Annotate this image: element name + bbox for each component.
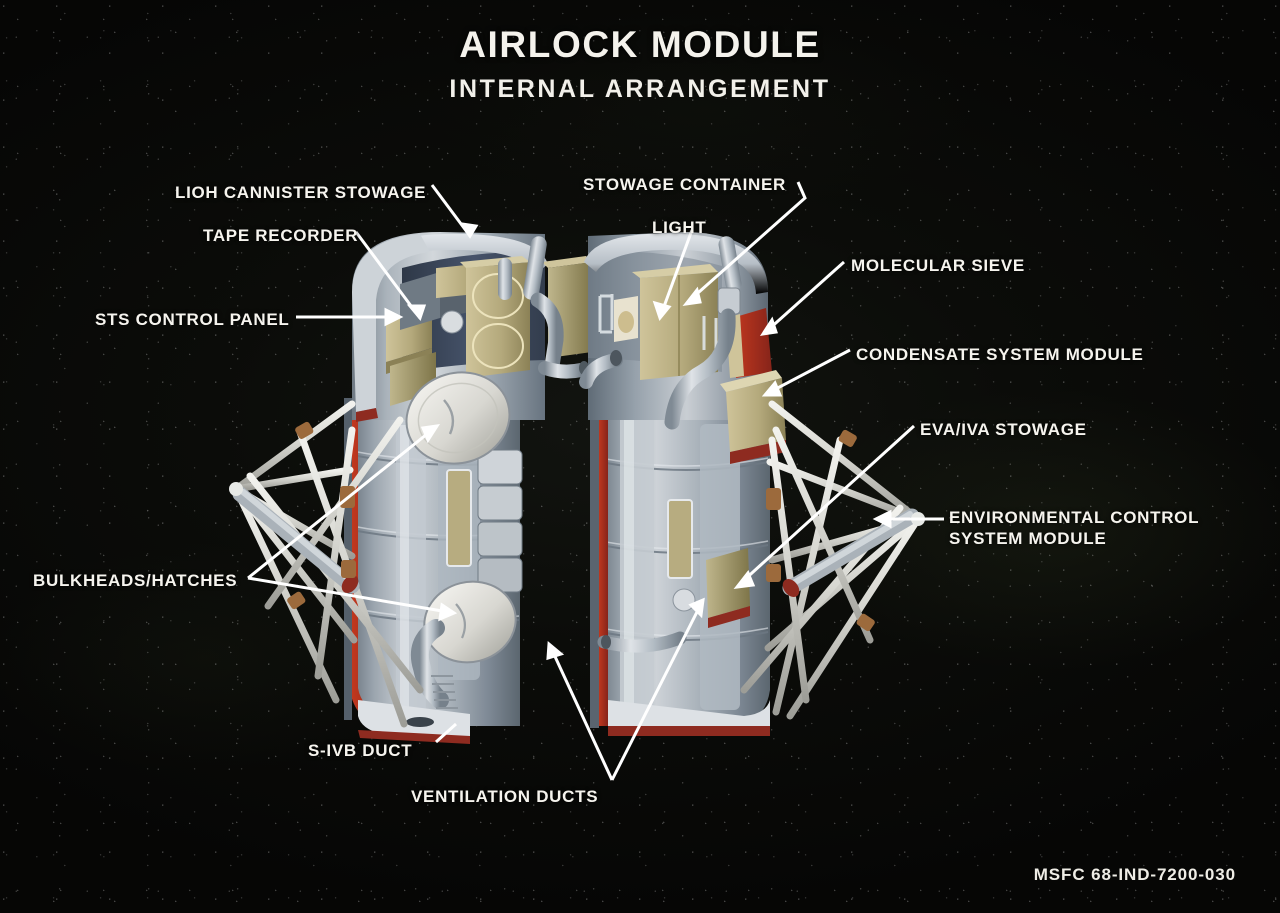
- callout-molecular-sieve: MOLECULAR SIEVE: [851, 256, 1025, 275]
- callout-bulkheads-hatches: BULKHEADS/HATCHES: [33, 571, 238, 590]
- callout-sts-control-panel: STS CONTROL PANEL: [95, 310, 290, 329]
- msfc-credit-code: MSFC 68-IND-7200-030: [1033, 865, 1236, 884]
- callout-eva-iva-stowage: EVA/IVA STOWAGE: [920, 420, 1087, 439]
- callout-lioh-cannister-stowage: LIOH CANNISTER STOWAGE: [175, 183, 427, 202]
- callout-condensate-system-module: CONDENSATE SYSTEM MODULE: [856, 345, 1144, 364]
- callout-tape-recorder: TAPE RECORDER: [203, 226, 359, 245]
- page-subtitle: INTERNAL ARRANGEMENT: [449, 75, 831, 103]
- callout-environmental-control-system-module: ENVIRONMENTAL CONTROL SYSTEM MODULE: [949, 508, 1200, 548]
- callout-ventilation-ducts: VENTILATION DUCTS: [411, 787, 599, 806]
- callout-s-ivb-duct: S-IVB DUCT: [308, 741, 413, 760]
- page-title: AIRLOCK MODULE: [459, 24, 821, 65]
- callout-light: LIGHT: [652, 218, 707, 237]
- callout-stowage-container: STOWAGE CONTAINER: [583, 175, 787, 194]
